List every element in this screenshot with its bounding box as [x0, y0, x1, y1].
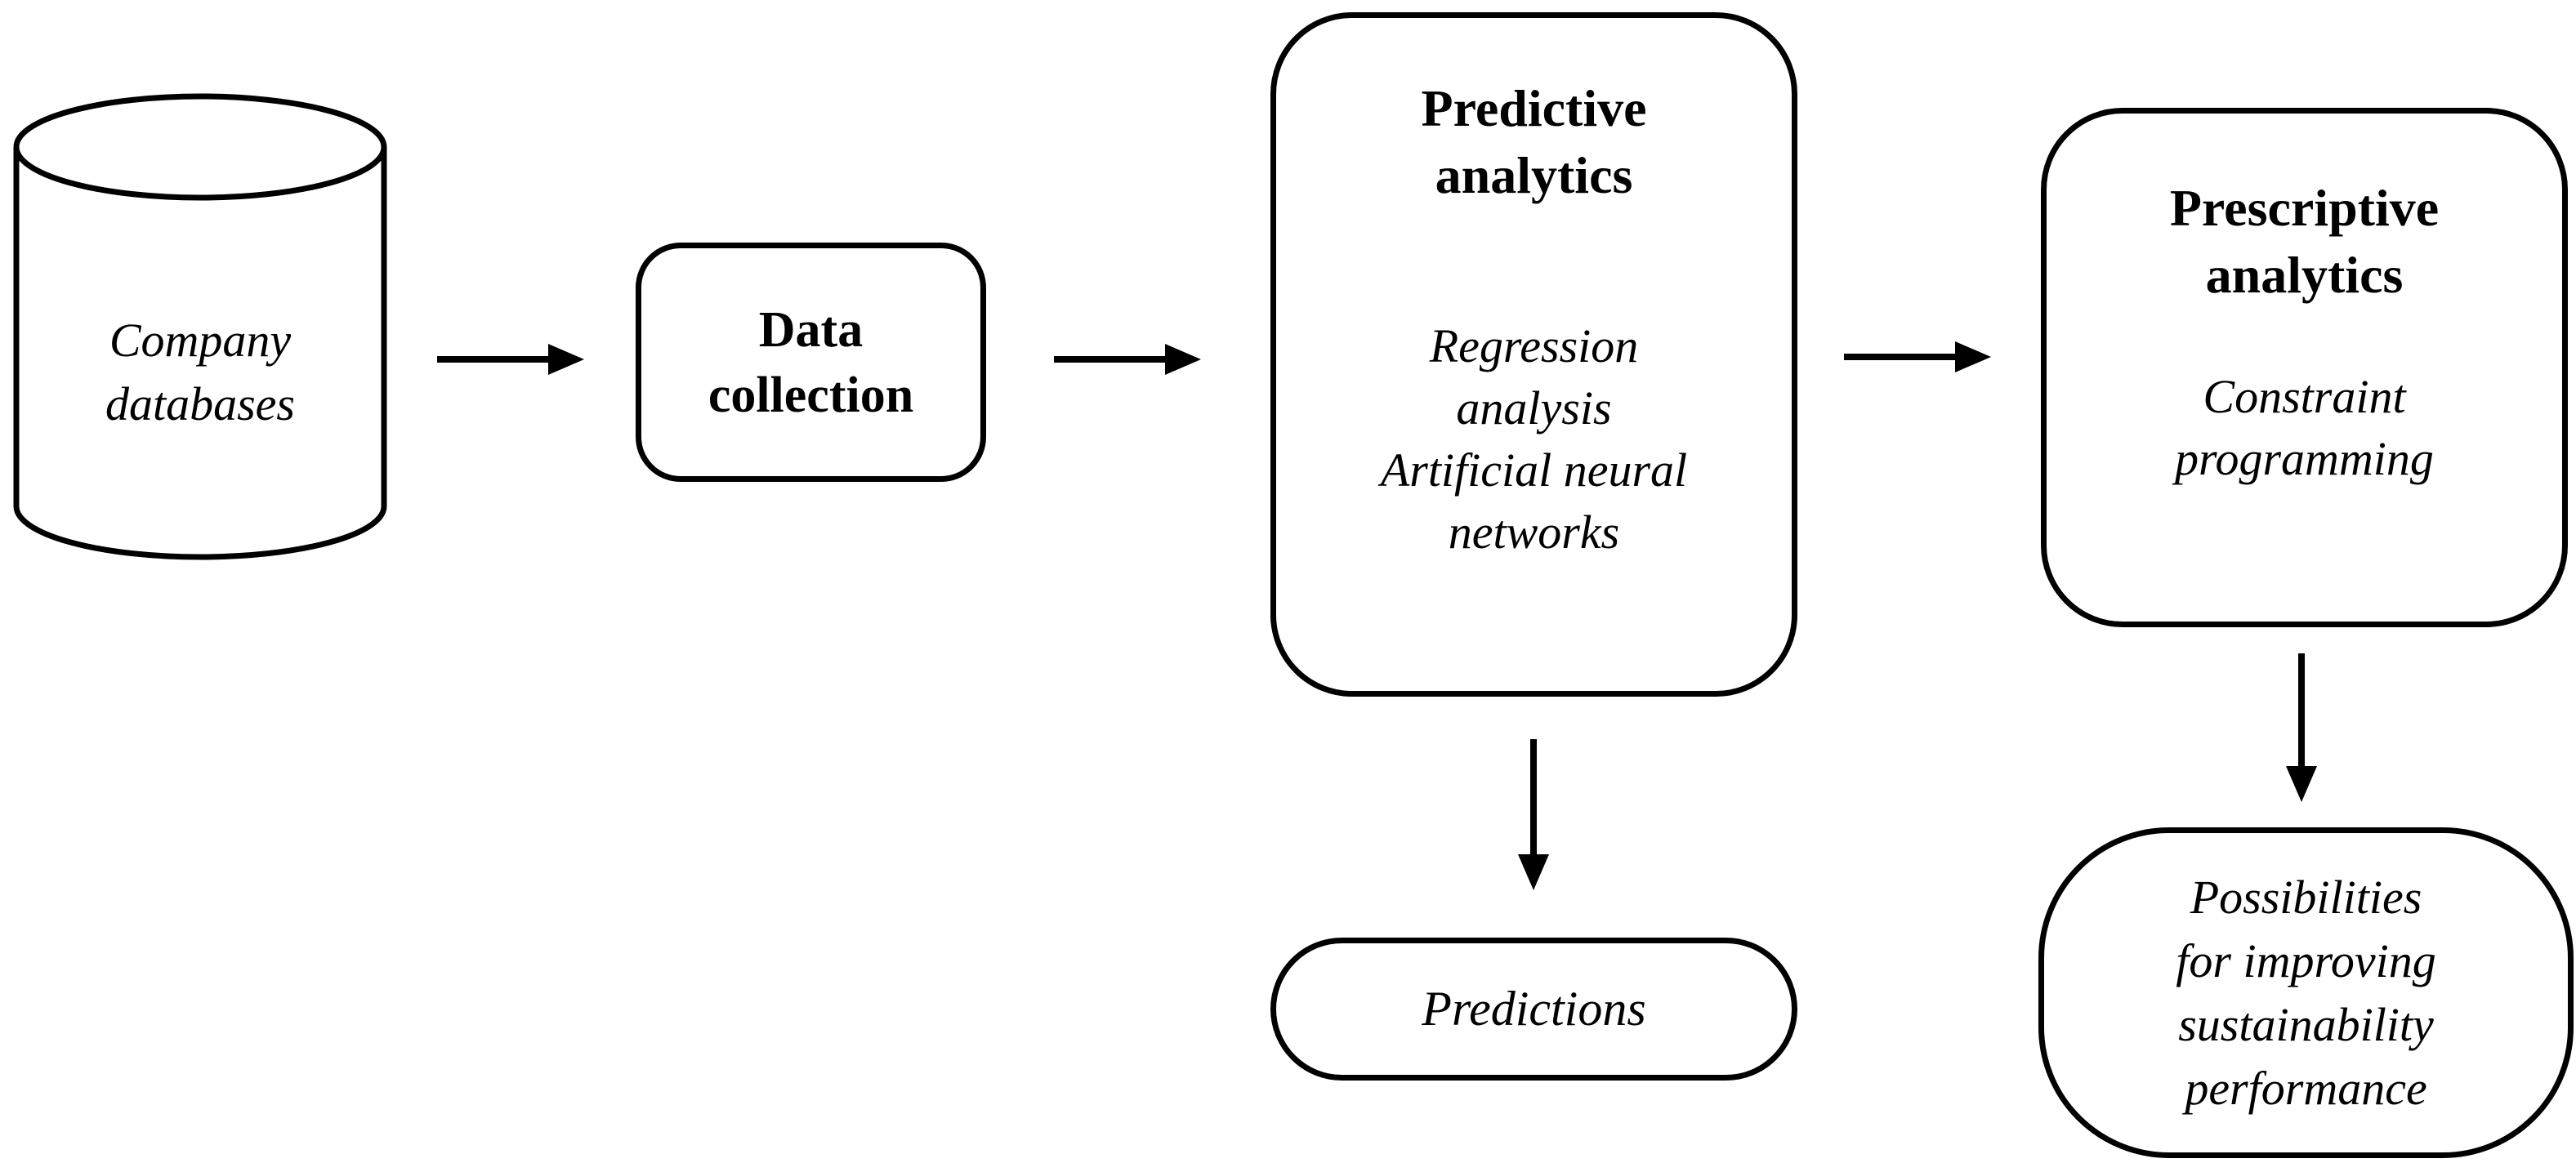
possibilities-label: Possibilities for improving sustainabili…	[2176, 866, 2435, 1121]
down-arrow-icon	[2286, 653, 2317, 802]
predictive-method-line-4: networks	[1448, 506, 1620, 559]
prescriptive-analytics-methods: Constraint programming	[2175, 366, 2434, 490]
right-arrow-icon	[437, 344, 584, 375]
node-predictions: Predictions	[1270, 938, 1797, 1081]
right-arrow-icon	[1844, 341, 1991, 372]
arrow-predictive-to-prescriptive	[1844, 332, 1991, 381]
prescriptive-analytics-title-line-1: Prescriptive	[2169, 179, 2440, 237]
data-collection-label-line-2: collection	[708, 367, 914, 423]
possibilities-label-line-2: for improving	[2176, 934, 2436, 987]
company-databases-label-line-2: databases	[105, 377, 295, 430]
data-collection-label: Data collection	[708, 297, 913, 428]
node-predictive-analytics: Predictive analytics Regression analysis…	[1270, 12, 1797, 697]
prescriptive-method-line-2: programming	[2175, 432, 2434, 485]
possibilities-label-line-4: performance	[2185, 1061, 2427, 1115]
predictive-method-line-1: Regression	[1429, 319, 1639, 372]
predictive-method-line-3: Artificial neural	[1380, 443, 1688, 497]
possibilities-label-line-1: Possibilities	[2190, 870, 2422, 924]
company-databases-label-line-1: Company	[109, 314, 292, 367]
database-cylinder-shape	[13, 93, 387, 560]
company-databases-label: Company databases	[8, 309, 392, 436]
right-arrow-icon	[1054, 344, 1201, 375]
arrow-prescriptive-to-possibilities	[2277, 653, 2326, 802]
predictive-analytics-title-line-1: Predictive	[1421, 79, 1647, 137]
predictive-analytics-methods: Regression analysis Artificial neural ne…	[1381, 315, 1687, 564]
predictive-method-line-2: analysis	[1456, 381, 1612, 434]
node-company-databases	[8, 90, 392, 564]
predictions-label: Predictions	[1422, 982, 1646, 1036]
node-data-collection: Data collection	[636, 243, 986, 482]
arrow-predictive-to-predictions	[1509, 739, 1558, 890]
node-possibilities: Possibilities for improving sustainabili…	[2038, 827, 2574, 1158]
predictive-analytics-title: Predictive analytics	[1421, 75, 1646, 209]
prescriptive-method-line-1: Constraint	[2203, 370, 2406, 423]
prescriptive-analytics-title-line-2: analytics	[2205, 246, 2404, 304]
node-prescriptive-analytics: Prescriptive analytics Constraint progra…	[2041, 108, 2568, 627]
prescriptive-analytics-title: Prescriptive analytics	[2170, 175, 2439, 309]
data-collection-label-line-1: Data	[758, 301, 864, 358]
arrow-data-collection-to-predictive	[1054, 335, 1201, 384]
predictive-analytics-title-line-2: analytics	[1435, 146, 1633, 204]
down-arrow-icon	[1518, 739, 1549, 890]
possibilities-label-line-3: sustainability	[2178, 997, 2434, 1051]
arrow-databases-to-data-collection	[437, 335, 584, 384]
